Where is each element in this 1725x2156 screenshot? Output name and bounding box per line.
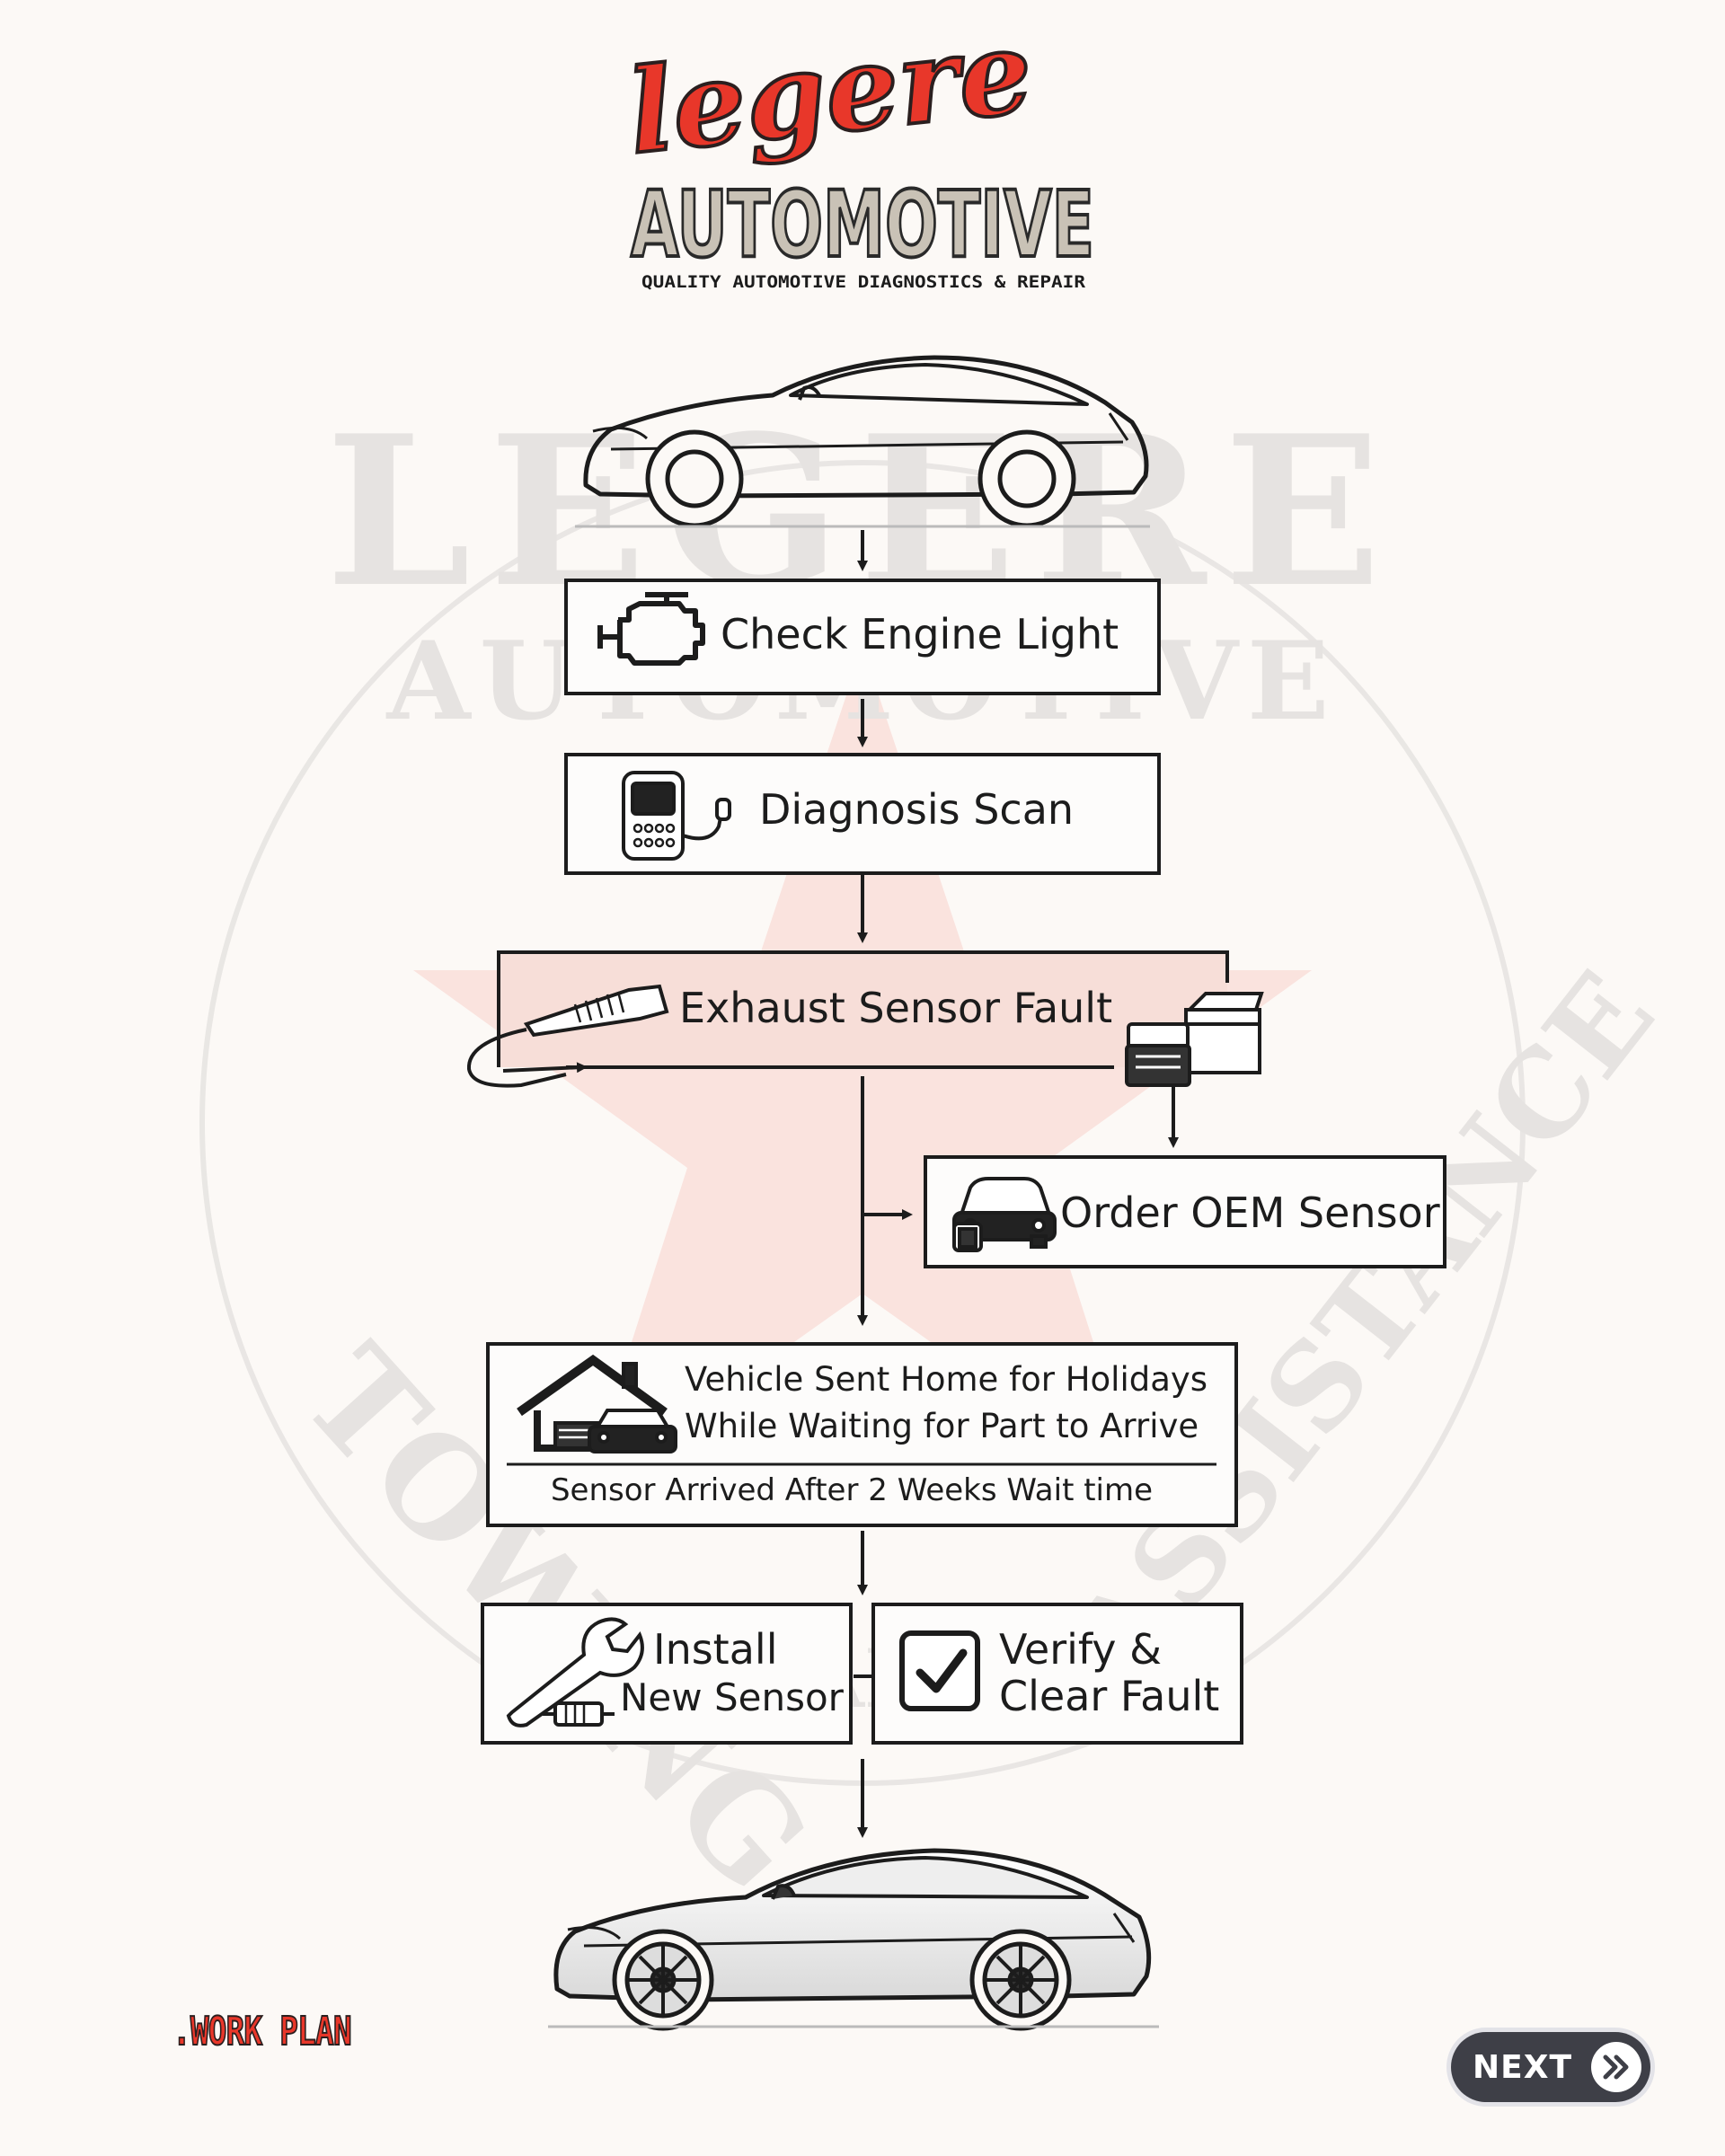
step-verify-line2: Clear Fault xyxy=(999,1672,1219,1720)
step-wait-footer: Sensor Arrived After 2 Weeks Wait time xyxy=(551,1472,1153,1508)
flow-arrows xyxy=(854,530,1179,1838)
next-button-label: NEXT xyxy=(1473,2048,1573,2086)
step-fault: Exhaust Sensor Fault xyxy=(466,950,1264,1098)
parts-boxes-icon xyxy=(1125,992,1264,1098)
step-install-line2: New Sensor xyxy=(620,1675,845,1719)
step-install: Install New Sensor xyxy=(481,1603,853,1745)
step-check-engine-label: Check Engine Light xyxy=(721,610,1119,658)
wrench-sensor-icon xyxy=(506,1617,644,1727)
engine-icon xyxy=(597,592,705,666)
oxygen-sensor-icon xyxy=(466,984,669,1088)
step-fault-label: Exhaust Sensor Fault xyxy=(679,984,1112,1032)
checkbox-icon xyxy=(899,1630,980,1711)
step-diagnosis-label: Diagnosis Scan xyxy=(759,785,1074,834)
house-car-icon xyxy=(517,1354,677,1454)
step-order: Order OEM Sensor xyxy=(924,1155,1446,1268)
car-outline-icon xyxy=(575,355,1150,528)
brand-tagline: QUALITY AUTOMOTIVE DIAGNOSTICS & REPAIR xyxy=(641,272,1086,292)
step-verify: Verify & Clear Fault xyxy=(871,1603,1243,1745)
step-order-label: Order OEM Sensor xyxy=(1060,1188,1440,1237)
step-verify-line1: Verify & xyxy=(999,1625,1162,1674)
obd-scanner-icon xyxy=(622,771,731,861)
work-plan-label: .WORK PLAN xyxy=(172,2008,352,2055)
step-diagnosis: Diagnosis Scan xyxy=(564,753,1161,875)
brand-logo: legere AUTOMOTIVE QUALITY AUTOMOTIVE DIA… xyxy=(621,3,1096,292)
next-button[interactable]: NEXT xyxy=(1451,2032,1650,2102)
brand-script-name: legere xyxy=(623,4,1039,181)
car-parts-icon xyxy=(952,1177,1057,1252)
step-wait-line2: While Waiting for Part to Arrive xyxy=(685,1407,1199,1445)
step-wait: Vehicle Sent Home for Holidays While Wai… xyxy=(486,1342,1238,1527)
car-shaded-icon xyxy=(548,1848,1159,2031)
step-wait-line1: Vehicle Sent Home for Holidays xyxy=(685,1360,1208,1399)
step-check-engine: Check Engine Light xyxy=(564,579,1161,695)
brand-block-name: AUTOMOTIVE xyxy=(631,172,1094,278)
step-install-line1: Install xyxy=(653,1625,777,1674)
double-chevron-right-icon xyxy=(1591,2042,1641,2092)
